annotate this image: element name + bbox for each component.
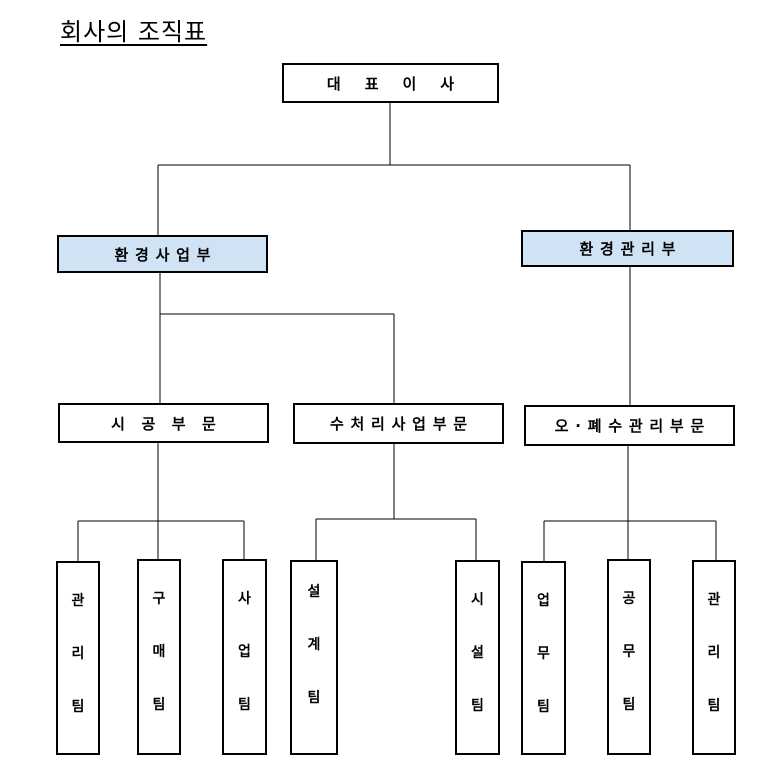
- department-label: 수처리사업부문: [329, 415, 474, 433]
- department-water-treatment: 수처리사업부문: [293, 403, 504, 444]
- ceo-label: 대표이사: [326, 74, 479, 93]
- page-title: 회사의 조직표: [60, 18, 208, 46]
- division-label: 환경관리부: [579, 240, 683, 258]
- department-construction: 시공부문: [58, 403, 269, 443]
- division-environment-business: 환경사업부: [57, 235, 268, 273]
- division-environment-management: 환경관리부: [521, 230, 734, 267]
- department-label: 시공부문: [111, 414, 233, 433]
- department-label: 오·폐수관리부문: [554, 417, 712, 435]
- department-wastewater-management: 오·폐수관리부문: [524, 405, 735, 446]
- ceo-box: 대표이사: [282, 63, 499, 103]
- division-label: 환경사업부: [114, 245, 218, 264]
